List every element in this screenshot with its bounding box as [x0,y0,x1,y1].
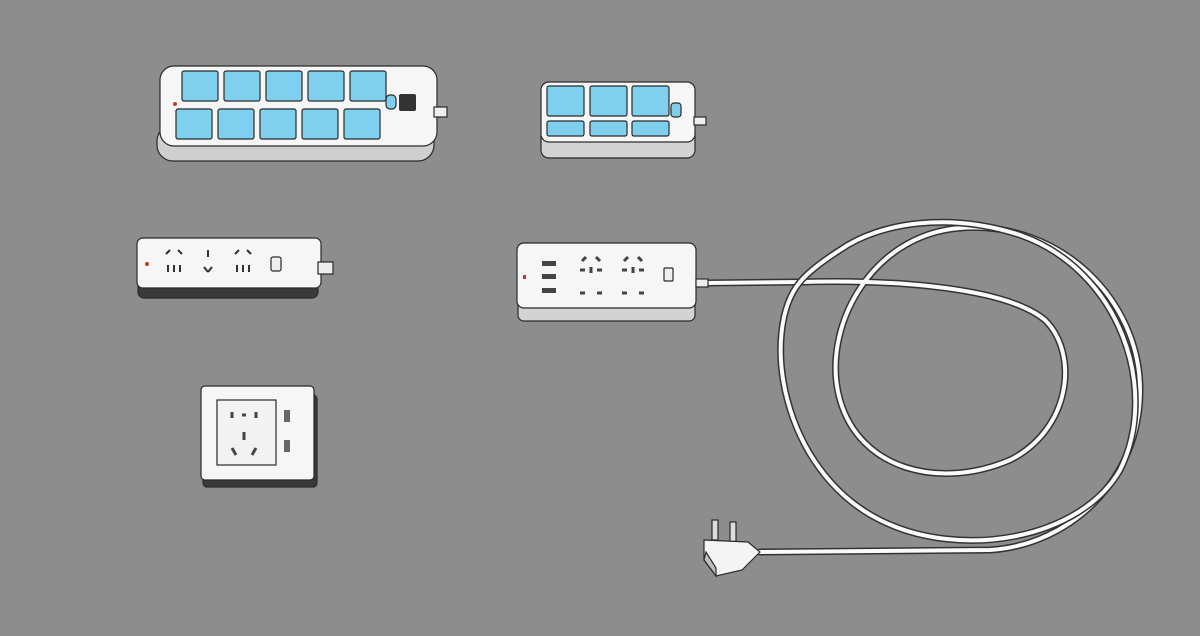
switch-button [385,94,397,110]
power-strip-10-outlet [156,65,448,162]
power-strip-6-outlet [540,81,707,159]
power-strip-usb-4-outlet [516,242,709,322]
switch-button [270,256,282,272]
cord-stub [695,278,709,288]
switch-button [670,102,682,118]
socket-holes [165,249,252,273]
power-strip-3-outlet [136,237,334,299]
switch-block [399,94,416,111]
power-cord-with-plug [702,218,1144,578]
outlet-row-top [181,70,387,102]
outlet-row-bottom [175,108,381,140]
cord-stub [693,116,707,126]
cord-stub [317,261,334,275]
power-cord [702,218,1144,556]
plug [703,519,761,578]
indicator-light [523,275,526,279]
usb-ports [284,410,290,452]
socket-holes [580,255,644,295]
switch-button [663,267,674,282]
usb-ports [542,261,556,293]
cord-stub [433,106,448,118]
outlet-row-bottom [546,120,670,137]
wall-socket-usb [200,385,318,488]
outlet-row-top [546,85,670,117]
socket-face [216,399,277,466]
indicator-light [145,262,149,266]
socket-holes [230,412,258,456]
indicator-light [173,102,177,106]
